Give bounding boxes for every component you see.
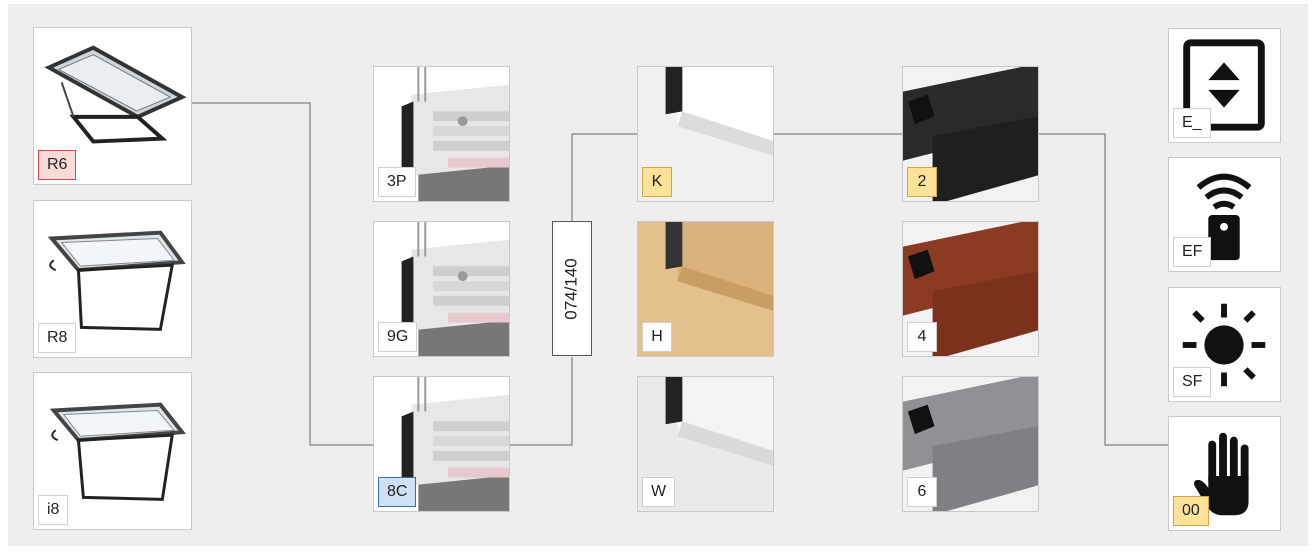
frame-finish-k-card[interactable]: K [637, 66, 774, 202]
flashing-color-4-card[interactable]: 4 [902, 221, 1039, 357]
flashing-color-label: 6 [907, 477, 937, 507]
glazing-label: 9G [378, 322, 418, 352]
operation-sf-card[interactable]: SF [1168, 287, 1281, 402]
solar-icon [1182, 303, 1266, 387]
size-box[interactable]: 074/140 [552, 221, 592, 356]
operation-label: E_ [1173, 108, 1211, 138]
operation-label: SF [1173, 367, 1212, 397]
glazing-label: 8C [378, 477, 417, 507]
glazing-9g-card[interactable]: 9G [373, 221, 510, 357]
frame-finish-label: W [642, 477, 676, 507]
window-type-r8-card[interactable]: R8 [33, 200, 192, 358]
operation-label: EF [1173, 237, 1212, 267]
flashing-profile-image [903, 377, 1038, 511]
flashing-profile-image [903, 222, 1038, 356]
electric-control-icon [1183, 39, 1265, 131]
frame-finish-label: K [642, 167, 672, 197]
glazing-profile-image [401, 377, 509, 511]
operation-ef-card[interactable]: EF [1168, 157, 1281, 272]
remote-control-icon [1196, 173, 1252, 261]
flashing-color-6-card[interactable]: 6 [902, 376, 1039, 512]
operation-e-card[interactable]: E_ [1168, 28, 1281, 143]
window-type-i8-card[interactable]: i8 [33, 372, 192, 530]
glazing-profile-image [401, 67, 509, 201]
window-type-label: i8 [38, 495, 69, 525]
operation-00-card[interactable]: 00 [1168, 416, 1281, 531]
flashing-color-2-card[interactable]: 2 [902, 66, 1039, 202]
window-i8-image [49, 402, 186, 501]
frame-finish-w-card[interactable]: W [637, 376, 774, 512]
glazing-profile-image [401, 222, 509, 356]
glazing-3p-card[interactable]: 3P [373, 66, 510, 202]
flashing-color-label: 4 [907, 322, 937, 352]
size-label: 074/140 [562, 257, 582, 320]
frame-finish-label: H [642, 322, 672, 352]
window-type-r6-card[interactable]: R6 [33, 27, 192, 185]
window-type-label: R6 [38, 150, 77, 180]
glazing-label: 3P [378, 167, 416, 197]
operation-label: 00 [1173, 496, 1209, 526]
glazing-8c-card[interactable]: 8C [373, 376, 510, 512]
frame-finish-h-card[interactable]: H [637, 221, 774, 357]
window-r8-image [47, 230, 186, 331]
flashing-color-label: 2 [907, 167, 937, 197]
window-type-label: R8 [38, 323, 77, 353]
window-r6-image [44, 45, 187, 144]
